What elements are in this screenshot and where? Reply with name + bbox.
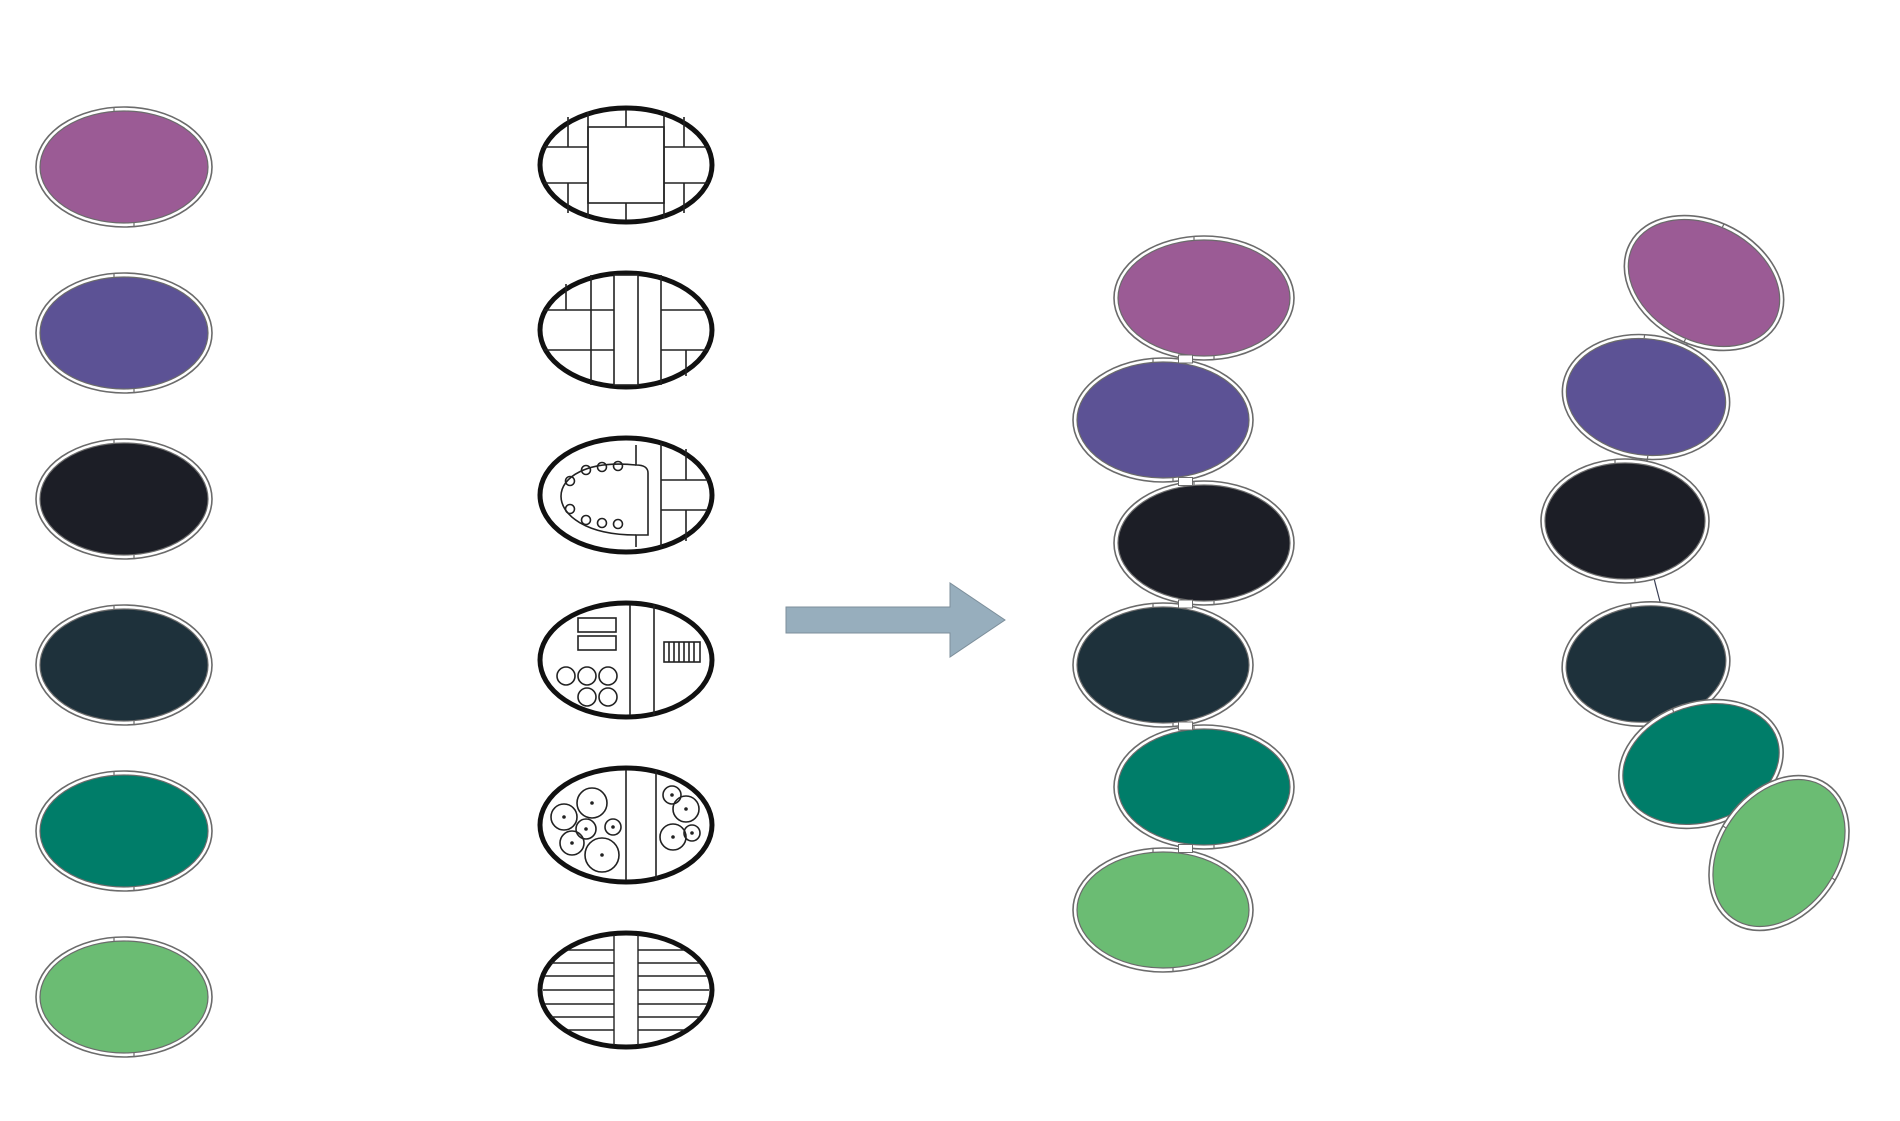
plan-conference-table [537, 435, 715, 555]
chain-pod-teal [1618, 698, 1784, 830]
chain-pod-black [1540, 458, 1710, 584]
stacked-pod-green [1072, 847, 1254, 973]
chain-pod-violet [1561, 333, 1731, 461]
connector-link [1178, 721, 1193, 731]
connector-link [1178, 354, 1193, 364]
color-module-magenta [35, 106, 213, 228]
stacked-pod-violet [1072, 357, 1254, 483]
transition-arrow [785, 582, 1006, 658]
stacked-pod-magenta [1113, 235, 1295, 361]
connector-link [1178, 477, 1193, 486]
stacked-pod-black [1113, 480, 1295, 606]
floor-plan-column [537, 105, 715, 1050]
plan-garden-trees [537, 765, 715, 885]
color-module-black [35, 438, 213, 560]
plan-furniture-lounge [537, 600, 715, 720]
plan-corridor-rooms [537, 270, 715, 390]
stacked-pod-teal [1113, 724, 1295, 850]
assembly-stacked-column [1072, 235, 1295, 973]
chain-pod-magenta [1623, 214, 1785, 352]
connector-link [1178, 844, 1193, 853]
color-module-slate [35, 604, 213, 726]
plan-grid-rooms [537, 105, 715, 225]
connector-link [1178, 599, 1193, 609]
chain-pod-slate [1561, 601, 1731, 727]
plan-striped-deck [537, 930, 715, 1050]
color-module-green [35, 936, 213, 1058]
chain-pod-green [1708, 774, 1850, 932]
color-module-column [35, 106, 213, 1058]
color-module-violet [35, 272, 213, 394]
assembly-curved-chain [1540, 214, 1850, 932]
stacked-pod-slate [1072, 602, 1254, 728]
color-module-teal [35, 770, 213, 892]
